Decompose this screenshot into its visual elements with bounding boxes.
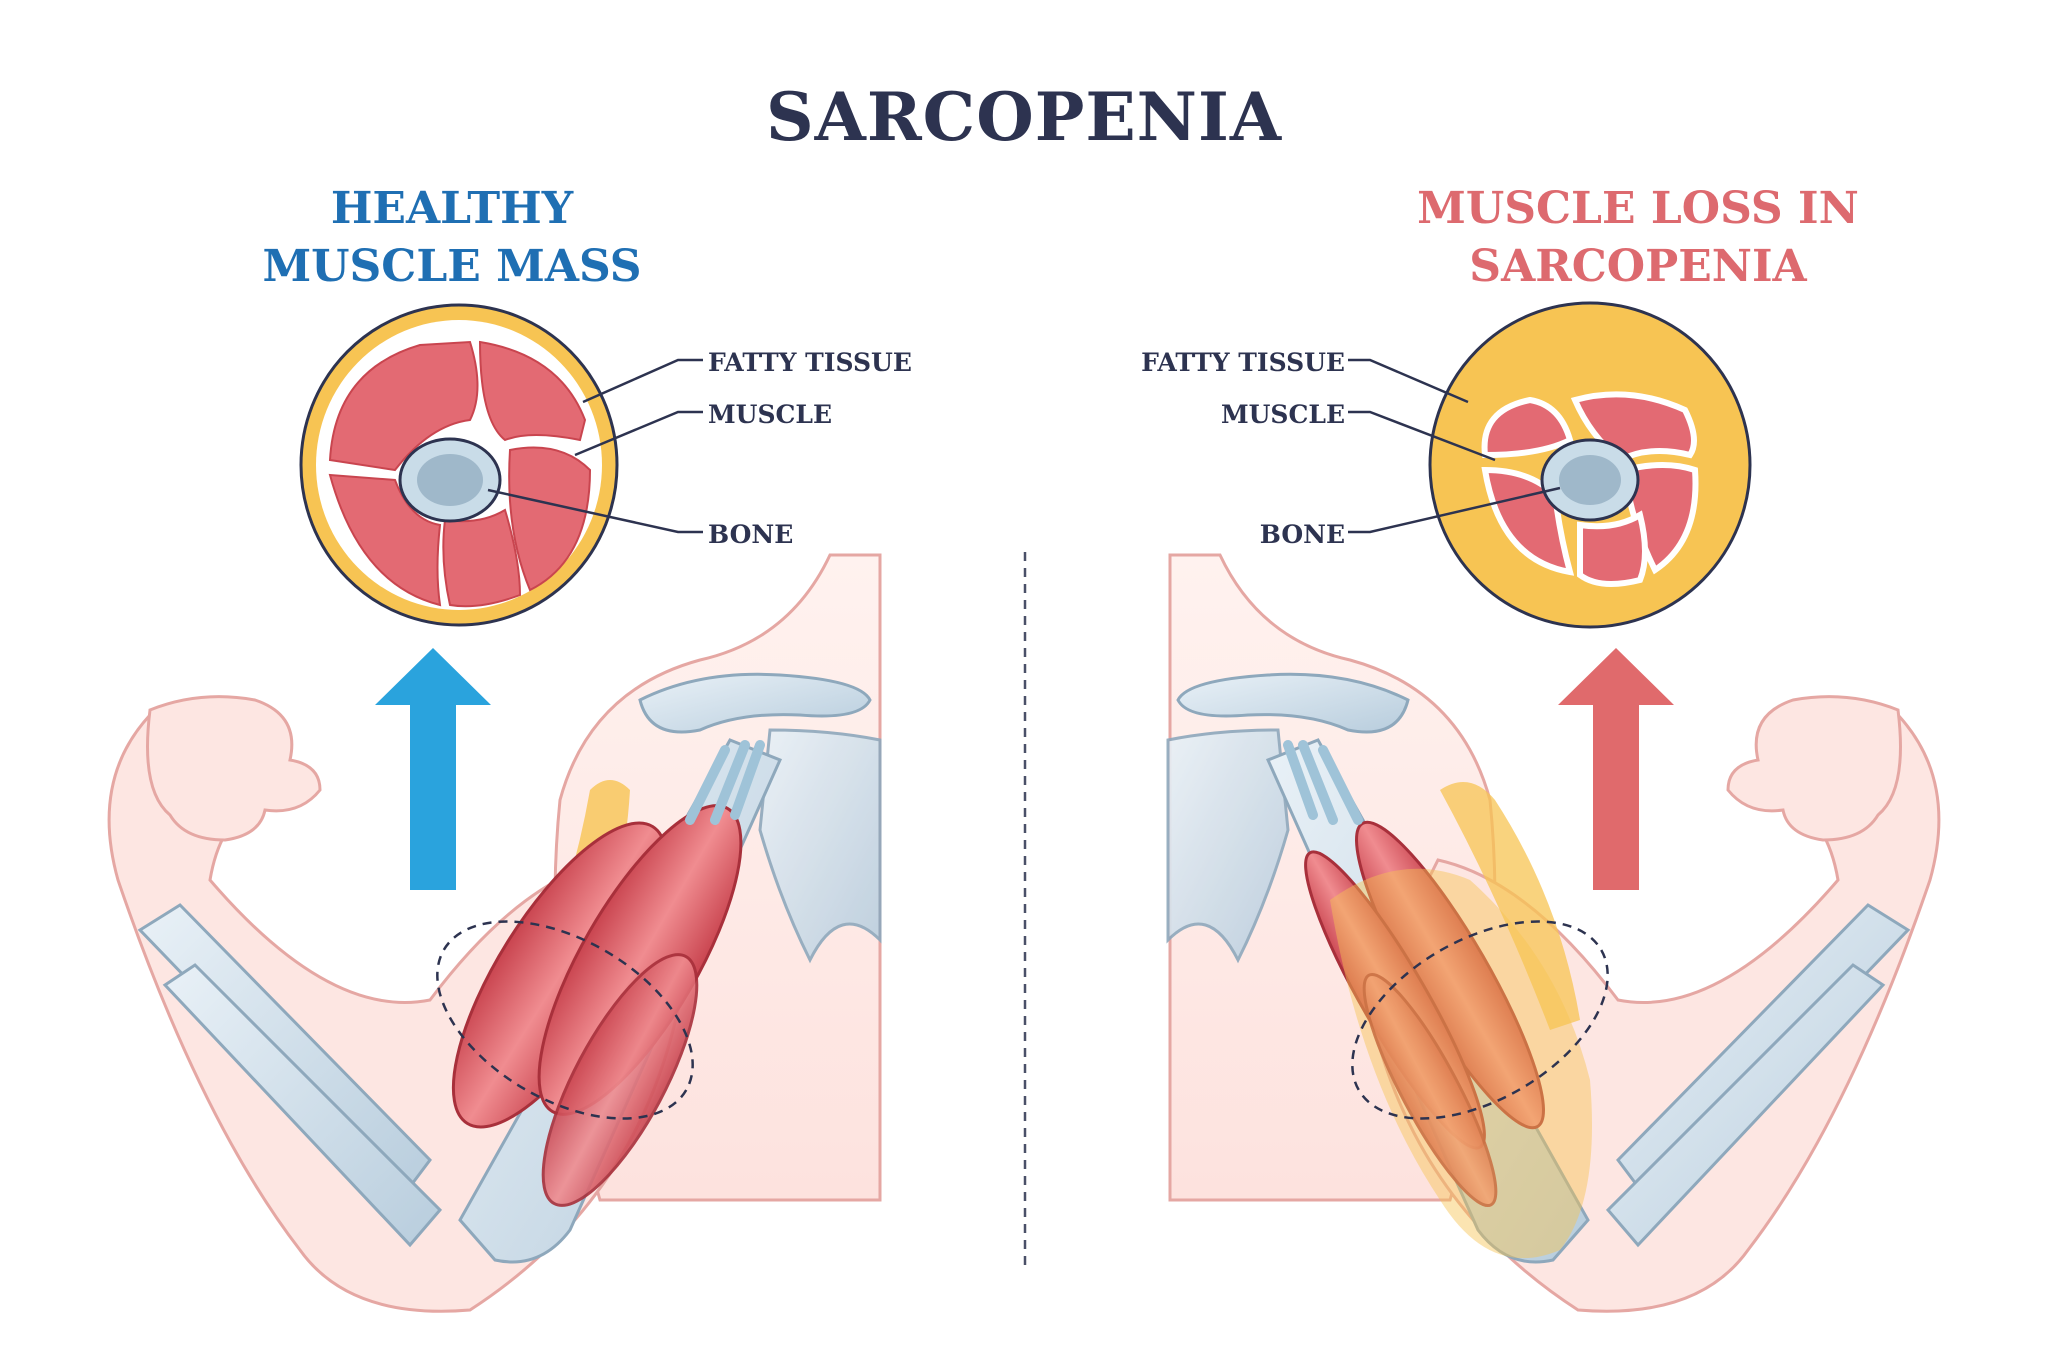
diagram-title: SARCOPENIA <box>765 78 1283 156</box>
healthy-muscle-segments <box>328 340 592 608</box>
arrow-up-icon <box>1558 648 1674 890</box>
loss-cross-section <box>1348 301 1752 629</box>
right-label-fatty-tissue: FATTY TISSUE <box>1141 348 1345 377</box>
healthy-heading-line-2: MUSCLE MASS <box>262 241 642 292</box>
left-label-muscle: MUSCLE <box>708 400 833 429</box>
loss-heading-line-1: MUSCLE LOSS IN <box>1417 183 1859 234</box>
arrow-up-icon <box>375 648 491 890</box>
right-label-muscle: MUSCLE <box>1220 400 1345 429</box>
healthy-arm-illustration <box>107 553 882 1313</box>
loss-heading-line-2: SARCOPENIA <box>1469 241 1807 292</box>
healthy-heading: HEALTHY MUSCLE MASS <box>192 180 712 296</box>
left-label-bone: BONE <box>708 520 794 549</box>
loss-heading: MUSCLE LOSS IN SARCOPENIA <box>1378 180 1898 296</box>
healthy-cross-section <box>299 303 703 627</box>
loss-arm-illustration <box>1166 553 1941 1313</box>
healthy-heading-line-1: HEALTHY <box>330 183 574 234</box>
right-label-bone: BONE <box>1259 520 1345 549</box>
left-label-fatty-tissue: FATTY TISSUE <box>708 348 912 377</box>
